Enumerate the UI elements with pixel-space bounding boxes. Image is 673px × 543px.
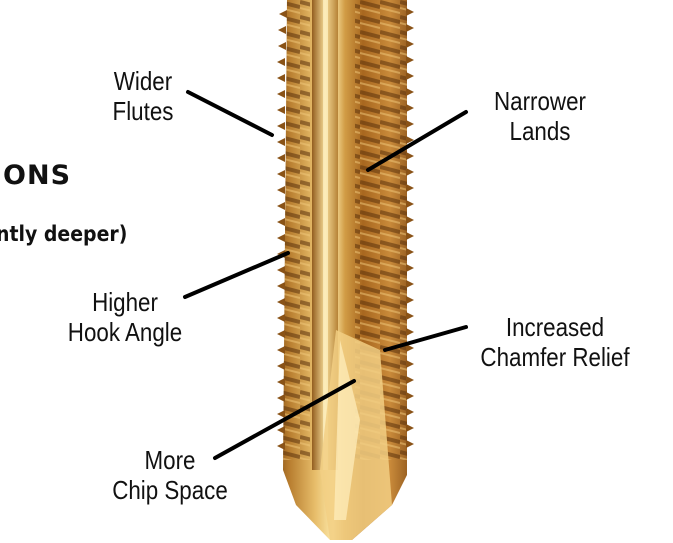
thread-teeth-right (406, 8, 414, 448)
label-narrower-lands-line2: Lands (480, 116, 600, 146)
label-more-chip-space-line1: More (101, 445, 239, 475)
label-increased-chamfer-relief-line1: Increased (469, 312, 641, 342)
leader-higher-hook-angle (185, 253, 288, 297)
label-higher-hook-angle-line2: Hook Angle (52, 317, 198, 347)
label-narrower-lands-line1: Narrower (480, 86, 600, 116)
label-narrower-lands: Narrower Lands (480, 86, 600, 146)
label-increased-chamfer-relief-line2: Chamfer Relief (469, 342, 641, 372)
label-wider-flutes-line2: Flutes (96, 96, 191, 126)
label-wider-flutes: Wider Flutes (96, 66, 191, 126)
tap-body (270, 0, 420, 543)
label-more-chip-space-line2: Chip Space (101, 475, 239, 505)
label-higher-hook-angle: Higher Hook Angle (52, 287, 198, 347)
label-more-chip-space: More Chip Space (101, 445, 239, 505)
label-wider-flutes-line1: Wider (96, 66, 191, 96)
label-higher-hook-angle-line1: Higher (52, 287, 198, 317)
label-increased-chamfer-relief: Increased Chamfer Relief (469, 312, 641, 372)
leader-wider-flutes (188, 92, 272, 135)
